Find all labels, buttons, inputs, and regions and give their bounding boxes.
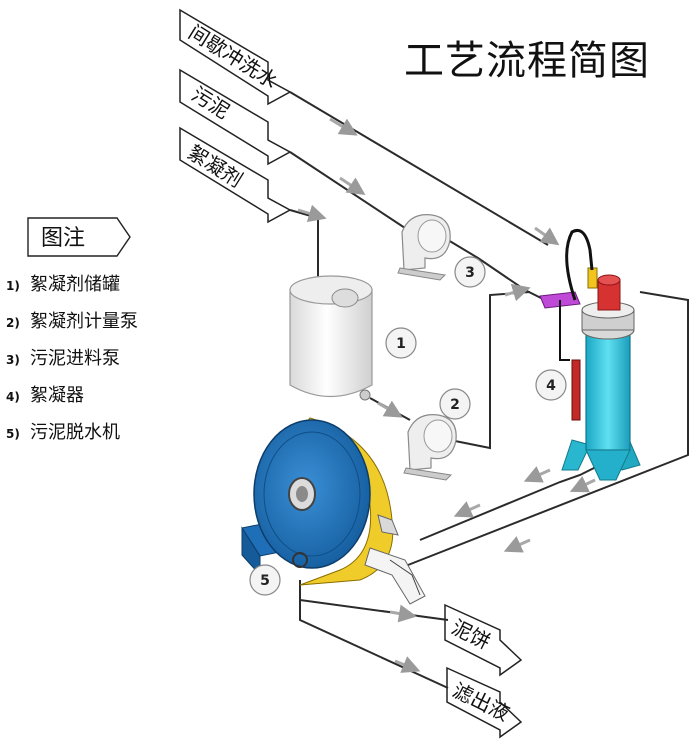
legend-item: 4) 絮凝器 bbox=[6, 383, 138, 420]
svg-text:5: 5 bbox=[260, 573, 270, 589]
sludge-pipe-b bbox=[447, 239, 546, 301]
filtrate-callout bbox=[446, 666, 523, 739]
legend-heading: 图注 bbox=[41, 226, 85, 251]
floc-outlet-pipe bbox=[419, 459, 611, 541]
legend-item-number: 2) bbox=[6, 316, 20, 330]
flow-arrow bbox=[339, 176, 366, 195]
svg-text:3: 3 bbox=[465, 265, 475, 281]
dewatering-machine bbox=[241, 417, 426, 605]
legend-list: 1) 絮凝剂储罐 2) 絮凝剂计量泵 3) 污泥进料泵 4) 絮凝器 5) 污泥脱水机 bbox=[6, 272, 138, 457]
flow-arrows bbox=[297, 117, 596, 673]
flow-arrow bbox=[329, 117, 358, 136]
flow-arrow bbox=[377, 400, 403, 418]
legend-item-name: 污泥进料泵 bbox=[30, 348, 120, 369]
flow-arrow bbox=[389, 604, 417, 623]
wash-water-callout bbox=[179, 8, 292, 106]
badge-4: 4 bbox=[535, 369, 567, 401]
dosing-pipe bbox=[449, 291, 531, 450]
svg-text:4: 4 bbox=[546, 378, 556, 394]
legend-item: 2) 絮凝剂计量泵 bbox=[6, 309, 138, 346]
wash-water-pipe bbox=[289, 91, 549, 246]
legend-heading-tag: 图注 bbox=[27, 217, 131, 257]
legend-item: 3) 污泥进料泵 bbox=[6, 346, 138, 383]
flow-arrow bbox=[523, 466, 551, 483]
sludge-pipe-a bbox=[289, 151, 406, 229]
legend-item-number: 5) bbox=[6, 427, 20, 441]
flow-arrow bbox=[297, 204, 327, 223]
flow-arrow bbox=[534, 226, 560, 246]
filtrate-pipe bbox=[299, 600, 449, 689]
flow-arrow bbox=[503, 536, 531, 553]
badge-3: 3 bbox=[454, 256, 486, 288]
flocculant-label: 絮凝剂 bbox=[183, 140, 247, 192]
flow-arrow bbox=[453, 501, 481, 518]
svg-text:1: 1 bbox=[396, 336, 406, 352]
flow-arrow bbox=[504, 283, 531, 302]
flow-arrow bbox=[394, 656, 421, 673]
badge-1: 1 bbox=[385, 327, 417, 359]
badge-5: 5 bbox=[249, 564, 281, 596]
legend-item-number: 1) bbox=[6, 279, 20, 293]
diagram-title: 工艺流程简图 bbox=[404, 38, 650, 84]
legend-item-name: 絮凝剂储罐 bbox=[30, 274, 120, 295]
legend-item-name: 絮凝器 bbox=[30, 385, 84, 406]
legend-item-number: 3) bbox=[6, 353, 20, 367]
svg-text:2: 2 bbox=[450, 397, 460, 413]
flow-arrow bbox=[569, 476, 596, 493]
legend-item: 5) 污泥脱水机 bbox=[6, 420, 138, 457]
return-pipe bbox=[407, 291, 689, 566]
legend-item: 1) 絮凝剂储罐 bbox=[6, 272, 138, 309]
flocculator bbox=[539, 229, 641, 481]
legend-item-name: 污泥脱水机 bbox=[30, 422, 120, 443]
badge-2: 2 bbox=[439, 388, 471, 420]
sludge-feed-pump bbox=[397, 214, 451, 281]
flocculant-tank bbox=[289, 275, 373, 401]
sludge-callout bbox=[179, 68, 292, 166]
legend-item-name: 絮凝剂计量泵 bbox=[30, 311, 138, 332]
cake-pipe bbox=[299, 580, 449, 621]
flocculant-callout bbox=[179, 126, 292, 224]
cake-callout bbox=[444, 603, 523, 677]
dosing-pump bbox=[403, 414, 457, 481]
legend-item-number: 4) bbox=[6, 390, 20, 404]
